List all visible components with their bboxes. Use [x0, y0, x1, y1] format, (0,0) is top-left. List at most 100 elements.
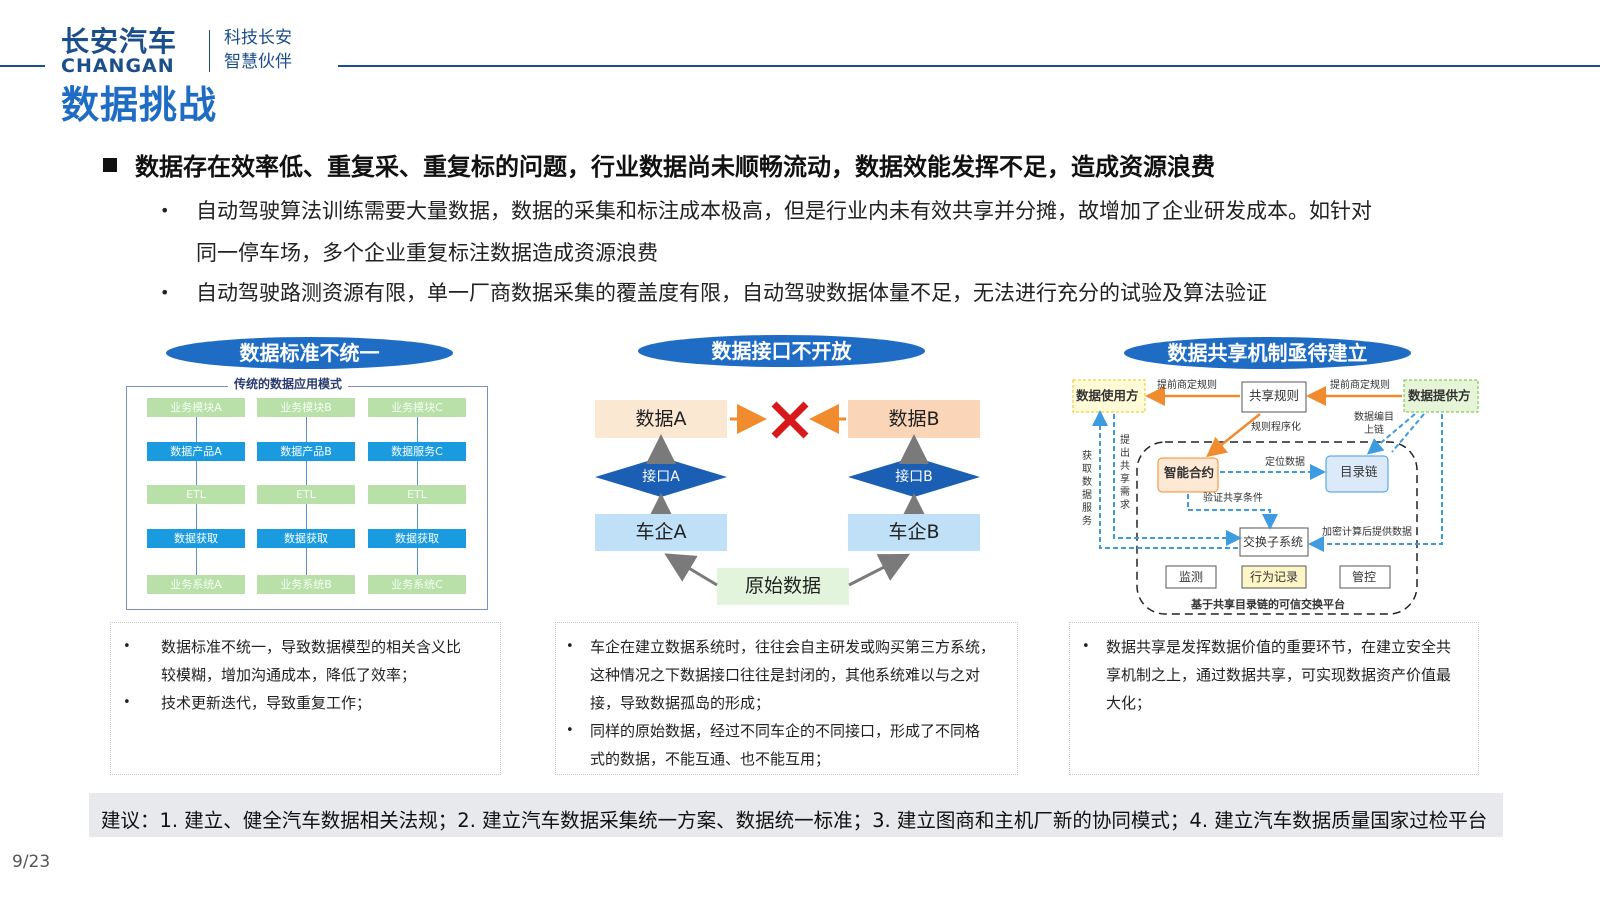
share-request-label: 提出共享需求: [1120, 435, 1130, 511]
monitor-box: [1165, 565, 1217, 589]
smart-contract-label: 智能合约: [1164, 465, 1215, 480]
rule-program-label: 规则程序化: [1251, 422, 1301, 433]
raw-data-box: [717, 568, 849, 605]
data-provider-box: [1403, 379, 1479, 413]
sub-bullet-2: • 自动驾驶路测资源有限，单一厂商数据采集的覆盖度有限，自动驾驶数据体量不足，无…: [160, 272, 1500, 314]
model-cell: ETL: [368, 485, 466, 504]
model-cell: ETL: [147, 485, 245, 504]
desc-line: 较模糊，增加沟通成本，降低了效率；: [161, 666, 417, 684]
main-bullet-text: 数据存在效率低、重复采、重复标的问题，行业数据尚未顺畅流动，数据效能发挥不足，造…: [135, 153, 1215, 181]
desc-line: 大化；: [1106, 694, 1152, 712]
exchange-subsystem-label: 交换子系统: [1243, 535, 1304, 549]
desc-line: 同样的原始数据，经过不同车企的不同接口，形成了不同格: [590, 722, 981, 740]
flow-arrow: [196, 417, 197, 442]
logo-slogan-1: 科技长安: [224, 28, 292, 48]
flow-arrow: [417, 504, 418, 529]
desc-line: 这种情况之下数据接口往往是封闭的，其他系统难以与之对: [590, 666, 981, 684]
panel3-header: 数据共享机制亟待建立: [1124, 337, 1411, 369]
sub-bullet-1-line2: 同一停车场，多个企业重复标注数据造成资源浪费: [196, 241, 658, 265]
share-rules-box: [1241, 381, 1307, 413]
bullet-dot: •: [160, 201, 170, 220]
behavior-log-box: [1241, 565, 1307, 589]
arrow-provider-to-catalog: [1366, 413, 1416, 455]
flow-arrow: [306, 417, 307, 442]
catalog-upload-label-1: 数据编目: [1354, 412, 1394, 423]
desc-line: 式的数据，不能互通、也不能互用；: [590, 750, 831, 768]
panel2-description: • 车企在建立数据系统时，往往会自主研发或购买第三方系统， 这种情况之下数据接口…: [555, 622, 1018, 775]
sub-bullet-2-line1: 自动驾驶路测资源有限，单一厂商数据采集的覆盖度有限，自动驾驶数据体量不足，无法进…: [196, 281, 1267, 305]
share-rules-label: 共享规则: [1249, 388, 1300, 403]
model-cell: 业务模块B: [257, 398, 355, 417]
arrow-raw-to-car-b: [848, 553, 911, 587]
bullet-dot: •: [160, 283, 170, 302]
locate-data-label: 定位数据: [1265, 457, 1305, 468]
flow-arrow: [417, 461, 418, 485]
page-title: 数据挑战: [61, 83, 218, 127]
flow-arrow: [196, 548, 197, 575]
bullet-dot: •: [566, 639, 574, 654]
interface-b-label: 接口B: [895, 469, 933, 485]
car-a-box: [595, 514, 727, 551]
flow-arrow: [196, 461, 197, 485]
pre-rules-right-label: 提前商定规则: [1330, 380, 1390, 391]
logo-separator: [209, 30, 210, 72]
interface-diagram: [595, 400, 980, 605]
arrow-share-request: [1113, 414, 1242, 546]
trusted-exchange-platform: [1136, 441, 1418, 615]
traditional-model-title: 传统的数据应用模式: [228, 376, 349, 392]
header-rule-right: [338, 65, 1600, 67]
logo-english: CHANGAN: [61, 55, 175, 77]
control-label: 管控: [1352, 570, 1377, 584]
model-cell: 业务模块A: [147, 398, 245, 417]
bullet-dot: •: [123, 639, 131, 654]
car-b-box: [848, 514, 980, 551]
sharing-mechanism-diagram: [1072, 379, 1479, 615]
flow-arrow: [306, 461, 307, 485]
monitor-label: 监测: [1179, 570, 1204, 584]
model-cell: 业务模块C: [368, 398, 466, 417]
bullet-dot: •: [1082, 639, 1090, 654]
logo-chinese: 长安汽车: [61, 25, 178, 58]
data-provider-label: 数据提供方: [1408, 388, 1471, 403]
header-rule-left: [0, 65, 45, 67]
bullet-dot: •: [566, 723, 574, 738]
panel1-header: 数据标准不统一: [166, 337, 453, 369]
arrow-provider-to-catalog-2: [1391, 413, 1425, 453]
suggestion-bar: 建议：1. 建立、健全汽车数据相关法规；2. 建立汽车数据采集统一方案、数据统一…: [89, 793, 1503, 837]
logo-slogan-2: 智慧伙伴: [224, 52, 292, 72]
sub-bullet-1: • 自动驾驶算法训练需要大量数据，数据的采集和标注成本极高，但是行业内未有效共享…: [160, 190, 1500, 274]
catalog-upload-label-2: 上链: [1364, 425, 1384, 436]
panel3-description: • 数据共享是发挥数据价值的重要环节，在建立安全共 享机制之上，通过数据共享，可…: [1069, 622, 1479, 775]
control-box: [1339, 565, 1391, 589]
desc-line: 享机制之上，通过数据共享，可实现数据资产价值最: [1106, 666, 1452, 684]
interface-b-diamond: [848, 457, 980, 497]
get-data-service-label: 获取数据服务: [1082, 451, 1092, 527]
data-a-label: 数据A: [635, 408, 687, 430]
flow-arrow: [417, 417, 418, 442]
desc-line: 数据共享是发挥数据价值的重要环节，在建立安全共: [1106, 638, 1452, 656]
model-cell: 业务系统A: [147, 575, 245, 594]
smart-contract-box: [1157, 457, 1219, 493]
arrow-rules-to-contract: [1206, 413, 1261, 458]
bullet-dot: •: [123, 695, 131, 710]
flow-arrow: [417, 548, 418, 575]
model-cell: 业务系统C: [368, 575, 466, 594]
changan-logo: 长安汽车 CHANGAN 科技长安 智慧伙伴: [61, 25, 331, 77]
square-bullet-icon: [103, 158, 117, 172]
data-b-label: 数据B: [888, 408, 940, 430]
pre-rules-left-label: 提前商定规则: [1157, 380, 1217, 391]
arrow-get-data-service: [1092, 410, 1238, 549]
data-b-box: [848, 400, 980, 438]
car-a-label: 车企A: [635, 521, 687, 543]
model-cell: 数据获取: [257, 529, 355, 548]
flow-arrow: [196, 504, 197, 529]
desc-line: 车企在建立数据系统时，往往会自主研发或购买第三方系统，: [590, 638, 996, 656]
catalog-chain-label: 目录链: [1340, 464, 1378, 479]
model-cell: 数据获取: [147, 529, 245, 548]
data-a-box: [595, 400, 727, 438]
car-b-label: 车企B: [888, 521, 940, 543]
flow-arrow: [306, 548, 307, 575]
model-cell: 业务系统B: [257, 575, 355, 594]
interface-a-diamond: [595, 457, 727, 497]
sub-bullet-1-line1: 自动驾驶算法训练需要大量数据，数据的采集和标注成本极高，但是行业内未有效共享并分…: [196, 199, 1372, 223]
